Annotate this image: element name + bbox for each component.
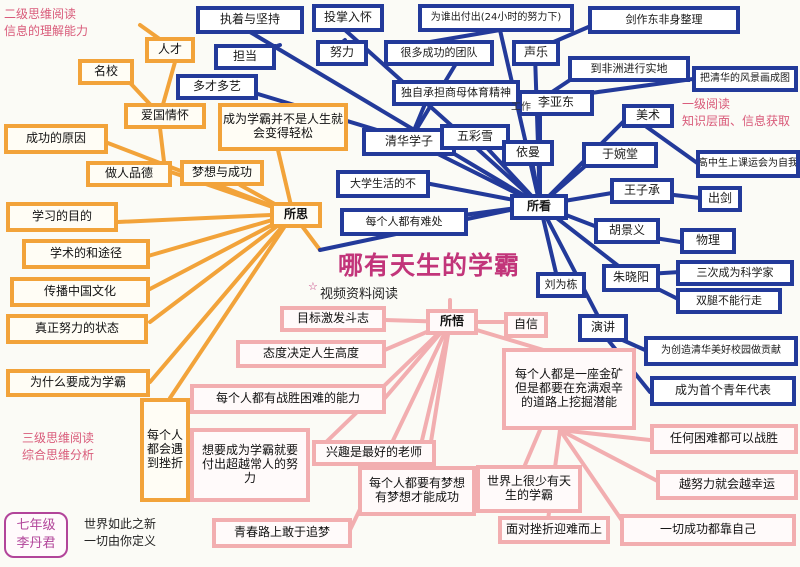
blue-node-21[interactable]: 每个人都有难处 xyxy=(340,208,468,236)
blue-node-22[interactable]: 王子承 xyxy=(610,178,674,204)
author-grade: 七年级 xyxy=(16,518,56,534)
blue-node-8[interactable]: 独自承担商母体育精神 xyxy=(392,80,520,106)
pink-node-1[interactable]: 目标激发斗志 xyxy=(280,306,386,332)
level2-note: 二级思维阅读信息的理解能力 xyxy=(4,7,89,39)
pink-node-6[interactable]: 想要成为学霸就要付出超越常人的努力 xyxy=(190,428,310,502)
blue-node-18[interactable]: 五彩雪 xyxy=(440,124,510,150)
blue-node-5[interactable]: 努力 xyxy=(316,40,368,66)
blue-node-31[interactable]: 演讲 xyxy=(578,314,628,342)
blue-node-26[interactable]: 物理 xyxy=(680,228,736,254)
orange-node-2[interactable]: 梦想与成功 xyxy=(180,160,264,186)
pink-node-5[interactable]: 每个人都是一座金矿但是都要在充满艰辛的道路上挖掘潜能 xyxy=(502,348,636,430)
pink-node-12[interactable]: 青春路上敢于追梦 xyxy=(212,518,352,548)
orange-node-13[interactable]: 每个人都会遇到挫折 xyxy=(140,398,190,502)
blue-node-29[interactable]: 刘为栋 xyxy=(536,272,586,298)
author-badge: 七年级 李丹君 xyxy=(4,512,68,558)
orange-node-8[interactable]: 学习的目的 xyxy=(6,202,118,232)
blue-node-6[interactable]: 多才多艺 xyxy=(176,74,258,100)
blue-node-3[interactable]: 为谁出付出(24小时的努力下) xyxy=(418,4,574,32)
blue-node-19[interactable]: 依曼 xyxy=(502,140,554,166)
orange-hub-node[interactable]: 所思 xyxy=(270,202,322,228)
orange-node-7[interactable]: 成功的原因 xyxy=(4,124,108,154)
blue-node-15: 工作 xyxy=(511,102,531,114)
pink-node-8[interactable]: 每个人都要有梦想有梦想才能成功 xyxy=(358,466,476,516)
pink-node-14[interactable]: 一切成功都靠自己 xyxy=(620,514,796,546)
blue-node-17[interactable]: 大学生活的不 xyxy=(336,170,430,198)
blue-node-1[interactable]: 执着与坚持 xyxy=(196,6,304,34)
blue-node-28[interactable]: 三次成为科学家 xyxy=(676,260,794,286)
motto-note: 世界如此之新一切由你定义 xyxy=(84,517,157,549)
pink-node-4[interactable]: 每个人都有战胜困难的能力 xyxy=(190,384,386,414)
pink-node-3[interactable]: 态度决定人生高度 xyxy=(236,340,386,368)
blue-node-33[interactable]: 成为首个青年代表 xyxy=(650,376,796,406)
orange-node-12[interactable]: 为什么要成为学霸 xyxy=(6,369,150,397)
blue-node-30[interactable]: 双腿不能行走 xyxy=(676,288,782,314)
pink-node-2[interactable]: 自信 xyxy=(504,312,548,338)
mindmap-subtitle: 视频资料阅读 xyxy=(320,287,399,302)
blue-node-4[interactable]: 担当 xyxy=(214,44,276,70)
orange-node-1[interactable]: 成为学霸并不是人生就会变得轻松 xyxy=(218,103,348,151)
blue-node-14: 李亚东 xyxy=(518,90,594,116)
mindmap-title: 哪有天生的学霸 xyxy=(338,251,521,280)
blue-node-25[interactable]: 胡景义 xyxy=(594,218,660,244)
pink-hub-node[interactable]: 所悟 xyxy=(426,309,478,335)
orange-node-3[interactable]: 做人品德 xyxy=(86,161,172,187)
pink-node-11[interactable]: 越努力就会越幸运 xyxy=(656,470,798,500)
orange-node-5[interactable]: 名校 xyxy=(78,59,134,85)
author-name: 李丹君 xyxy=(16,536,56,551)
pink-node-13[interactable]: 面对挫折迎难而上 xyxy=(498,516,610,544)
pink-node-10[interactable]: 任何困难都可以战胜 xyxy=(650,424,798,454)
blue-node-32[interactable]: 为创造清华美好校园做贡献 xyxy=(644,336,798,366)
blue-node-2[interactable]: 投掌入怀 xyxy=(312,4,384,32)
blue-node-12[interactable]: 到非洲进行实地 xyxy=(568,56,690,82)
star-icon: ☆ xyxy=(308,280,318,293)
level1-note: 一级阅读知识层面、信息获取 xyxy=(682,97,791,129)
orange-node-6[interactable]: 人才 xyxy=(145,37,195,63)
blue-node-7[interactable]: 很多成功的团队 xyxy=(384,40,494,66)
blue-node-27[interactable]: 朱晓阳 xyxy=(602,264,660,292)
orange-node-11[interactable]: 真正努力的状态 xyxy=(6,314,148,344)
blue-node-13[interactable]: 把清华的风景画成图 xyxy=(692,66,798,92)
level3-note: 三级思维阅读综合思维分析 xyxy=(22,431,95,463)
orange-node-10[interactable]: 传播中国文化 xyxy=(10,277,150,307)
blue-node-10[interactable]: 声乐 xyxy=(512,40,560,66)
pink-node-7[interactable]: 兴趣是最好的老师 xyxy=(312,440,436,466)
blue-node-11[interactable]: 剑作东非身整理 xyxy=(588,6,740,34)
blue-hub-node[interactable]: 所看 xyxy=(510,194,568,220)
orange-node-4[interactable]: 爱国情怀 xyxy=(124,103,206,129)
blue-node-23[interactable]: 出剑 xyxy=(698,186,742,212)
orange-node-9[interactable]: 学术的和途径 xyxy=(22,239,150,269)
blue-node-24[interactable]: 高中生上课运会为自我 xyxy=(696,150,800,178)
pink-node-9[interactable]: 世界上很少有天生的学霸 xyxy=(476,465,582,513)
blue-node-16[interactable]: 美术 xyxy=(622,104,674,128)
blue-node-20[interactable]: 于婉堂 xyxy=(582,142,658,168)
